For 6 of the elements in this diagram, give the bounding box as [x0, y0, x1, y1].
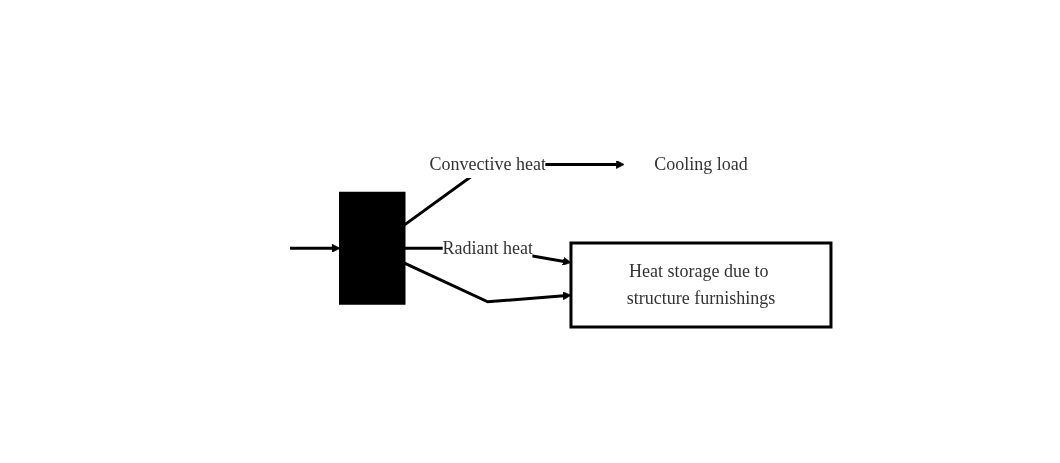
edge-label: Convective heat: [429, 154, 546, 174]
node-box: Heat storage due to structure furnishings: [569, 241, 832, 329]
node-text: Cooling load: [653, 154, 748, 174]
edge-label: Radiant heat: [442, 237, 533, 258]
node-box: [338, 191, 405, 305]
arrow: [289, 243, 340, 253]
